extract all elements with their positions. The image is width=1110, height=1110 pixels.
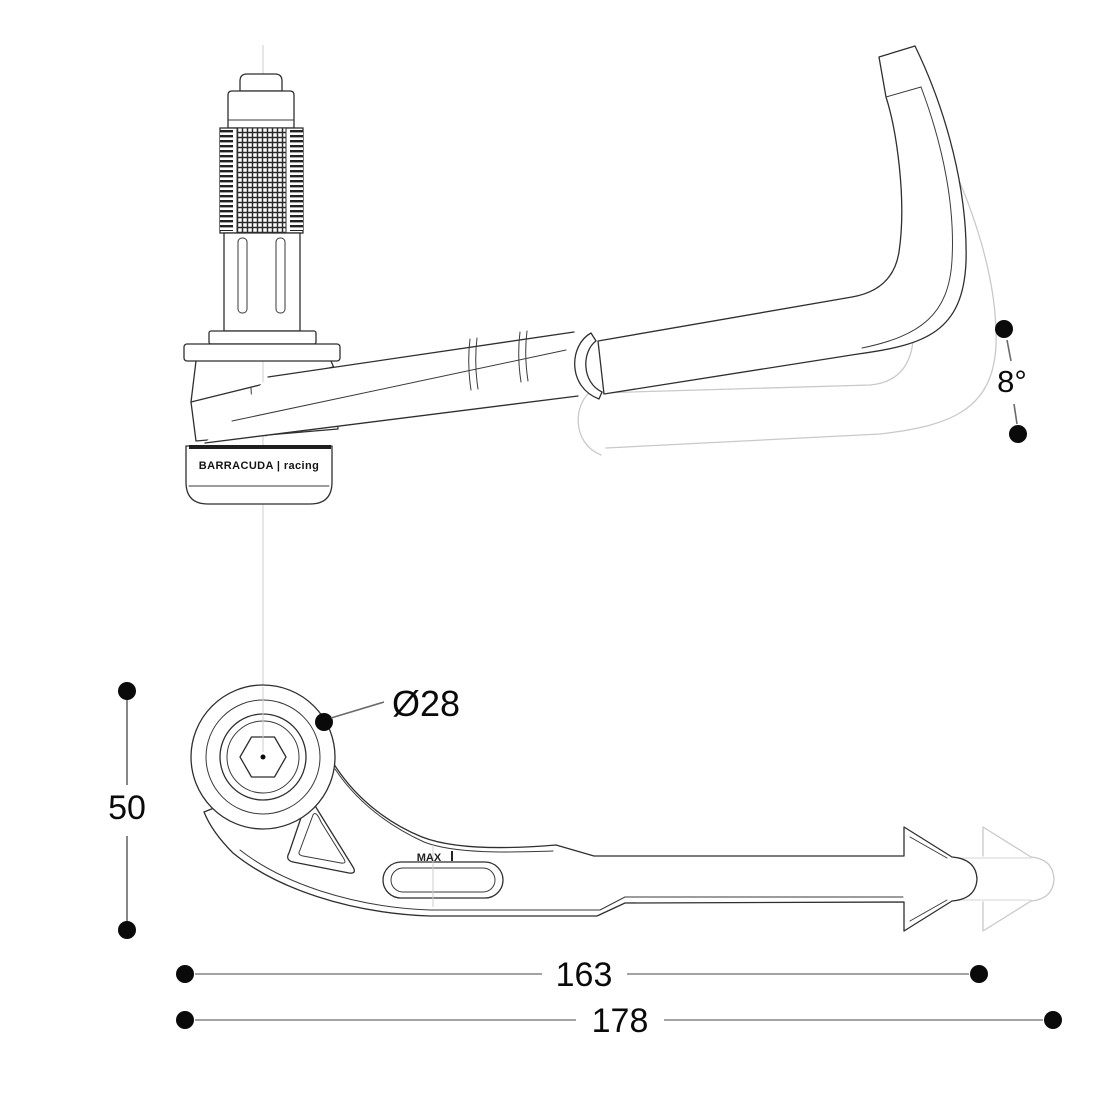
length-short-dimension: 163 xyxy=(176,956,988,994)
brand-end-cap: BARRACUDA | racing xyxy=(185,445,333,505)
tube-slot-left xyxy=(237,237,248,314)
height-dim-dot-top xyxy=(118,682,136,700)
length-long-value: 178 xyxy=(592,1002,649,1040)
max-slot: MAX xyxy=(382,845,504,907)
ghost-rod-lines xyxy=(954,857,1032,901)
taper-bottom-edge xyxy=(204,395,579,444)
brand-label: BARRACUDA | racing xyxy=(199,460,320,472)
ghost-extended-tip xyxy=(954,826,1055,932)
grip-knurl-section xyxy=(219,127,304,234)
grip-top-cap xyxy=(239,73,283,92)
joint-collar xyxy=(574,332,603,400)
angle-dimension: 8° xyxy=(995,320,1027,443)
mount-flange-upper xyxy=(208,330,317,345)
length-short-value: 163 xyxy=(556,956,613,994)
lever-guard-hook xyxy=(597,45,967,395)
taper-mid-line xyxy=(231,349,567,422)
len163-dot-right xyxy=(970,965,988,983)
fin-inner-lines xyxy=(909,836,948,922)
hook-tip-face xyxy=(885,86,922,98)
ghost-fins xyxy=(982,826,1032,932)
taper-top-edge xyxy=(267,331,575,378)
guard-bracket: MAX xyxy=(203,760,978,932)
handlebar-grip xyxy=(219,73,304,332)
knurl-right-ribs xyxy=(290,130,303,231)
len178-dot-right xyxy=(1044,1011,1062,1029)
slot-outer xyxy=(382,861,504,899)
grip-upper-cylinder xyxy=(227,90,295,129)
angle-dim-dot-top xyxy=(995,320,1013,338)
ghost-nose xyxy=(1030,856,1055,902)
diameter-leader-dot xyxy=(315,713,333,731)
side-view: BARRACUDA | racing 8° xyxy=(183,45,1027,757)
hook-middle-edge xyxy=(861,86,953,349)
len163-dot-left xyxy=(176,965,194,983)
ghost-collar xyxy=(577,389,602,456)
plan-view: MAX Ø28 50 xyxy=(108,682,1062,1040)
grip-inner-tube xyxy=(223,232,301,332)
max-marking: MAX xyxy=(417,852,442,864)
mounting-boss xyxy=(190,684,336,830)
height-dim-dot-bottom xyxy=(118,921,136,939)
bracket-inner-top-line xyxy=(334,768,554,853)
diameter-dimension: Ø28 xyxy=(315,683,460,731)
len178-dot-left xyxy=(176,1011,194,1029)
lever-arm-taper xyxy=(204,330,579,444)
mount-flange-lower xyxy=(183,343,341,362)
knurl-grid xyxy=(236,127,287,234)
angle-dim-dot-bottom xyxy=(1009,425,1027,443)
height-value: 50 xyxy=(108,789,146,827)
tube-slot-right xyxy=(275,237,286,314)
boss-center-point xyxy=(260,754,266,760)
slot-inner xyxy=(390,867,496,893)
taper-mold-lines xyxy=(468,330,529,391)
bracket-inner-bottom-line xyxy=(239,849,601,911)
diameter-value: Ø28 xyxy=(392,683,460,724)
blade-chamfer-line xyxy=(599,896,626,911)
bracket-outline xyxy=(203,760,978,932)
angle-value: 8° xyxy=(997,364,1027,399)
knurl-left-ribs xyxy=(220,130,233,231)
height-dimension: 50 xyxy=(108,682,146,939)
length-long-dimension: 178 xyxy=(176,1002,1062,1040)
